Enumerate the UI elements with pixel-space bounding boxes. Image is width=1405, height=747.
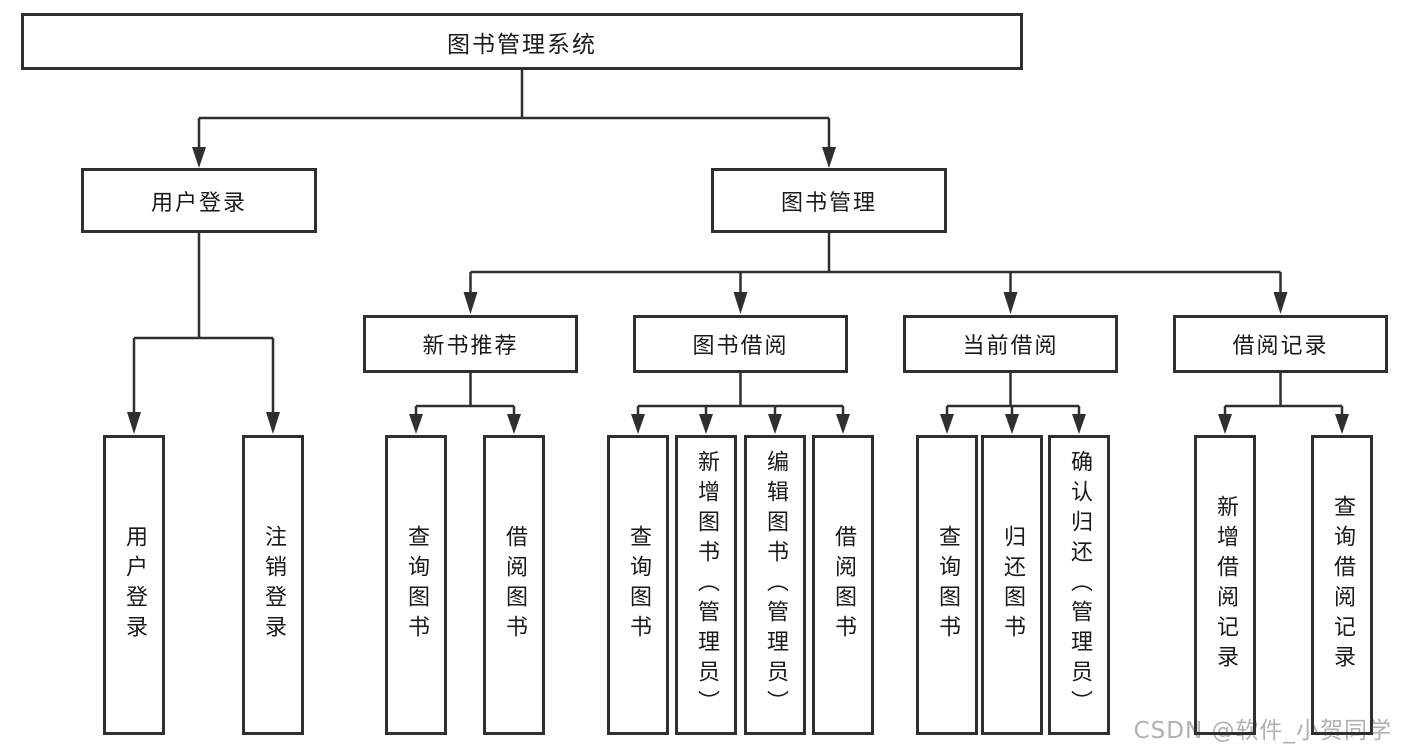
leaf-borrow-edit-books-admin: 编辑图书（管理员） <box>744 435 806 735</box>
node-user-login: 用户登录 <box>81 168 317 233</box>
leaf-records-add-record: 新增借阅记录 <box>1194 435 1256 735</box>
node-root: 图书管理系统 <box>21 13 1023 70</box>
leaf-current-return-books: 归还图书 <box>981 435 1043 735</box>
leaf-recommend-borrow-books: 借阅图书 <box>483 435 545 735</box>
node-borrow-records: 借阅记录 <box>1173 315 1388 373</box>
leaf-recommend-query-books: 查询图书 <box>385 435 447 735</box>
node-new-book-recommend: 新书推荐 <box>363 315 578 373</box>
leaf-borrow-query-books: 查询图书 <box>607 435 669 735</box>
node-current-borrow: 当前借阅 <box>903 315 1118 373</box>
node-book-management: 图书管理 <box>711 168 947 233</box>
leaf-records-query-record: 查询借阅记录 <box>1311 435 1373 735</box>
node-book-borrow: 图书借阅 <box>633 315 848 373</box>
leaf-current-query-books: 查询图书 <box>916 435 978 735</box>
watermark: CSDN @软件_小贺同学 <box>1133 718 1392 744</box>
leaf-user-login: 用户登录 <box>103 435 165 735</box>
leaf-logout: 注销登录 <box>242 435 304 735</box>
leaf-borrow-borrow-books: 借阅图书 <box>812 435 874 735</box>
leaf-current-confirm-return-admin: 确认归还（管理员） <box>1048 435 1110 735</box>
leaf-borrow-add-books-admin: 新增图书（管理员） <box>675 435 737 735</box>
